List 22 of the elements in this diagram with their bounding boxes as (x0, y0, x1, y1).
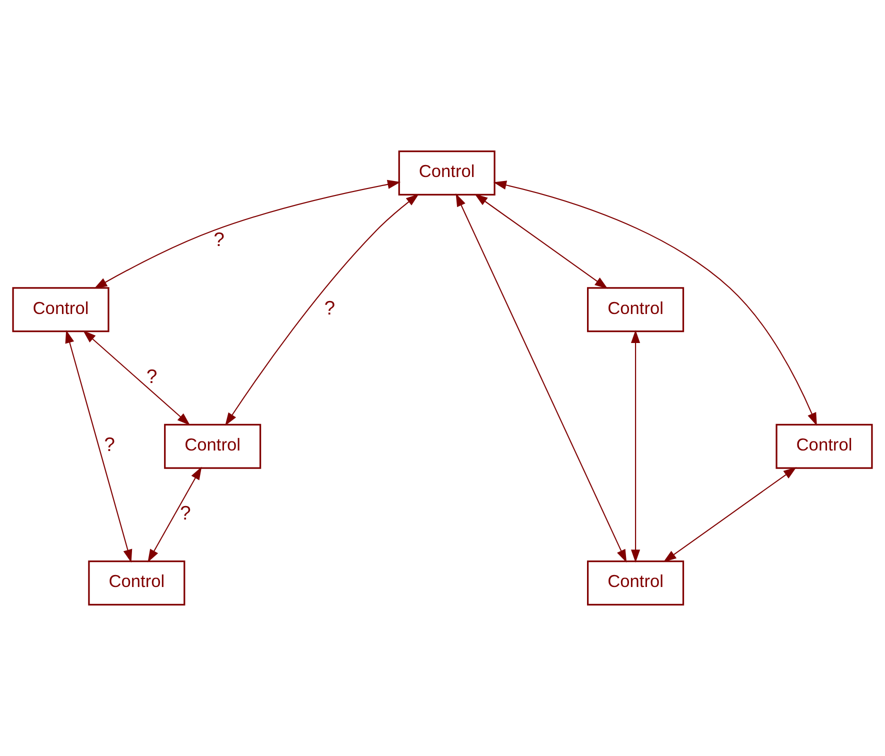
node-box: Control (776, 424, 873, 469)
arrow (474, 194, 608, 289)
node-box: Control (12, 287, 110, 332)
edge-label: ? (104, 434, 115, 456)
arrow (663, 467, 796, 562)
arrow (65, 330, 132, 563)
arrow (456, 193, 627, 563)
arrow (82, 330, 190, 426)
edge-label: ? (146, 366, 158, 388)
node-box: Control (164, 424, 262, 469)
edge-label: ? (214, 229, 225, 252)
node-box: Control (88, 560, 186, 606)
arrow (148, 466, 202, 562)
node-box: Control (398, 150, 496, 196)
arrow (225, 194, 419, 426)
node-box: Control (587, 560, 684, 606)
edge-label: ? (180, 502, 191, 524)
arrow (94, 180, 401, 289)
arrow (493, 180, 817, 426)
arrow (630, 330, 640, 563)
node-box: Control (587, 287, 684, 332)
edge-label: ? (324, 297, 336, 320)
